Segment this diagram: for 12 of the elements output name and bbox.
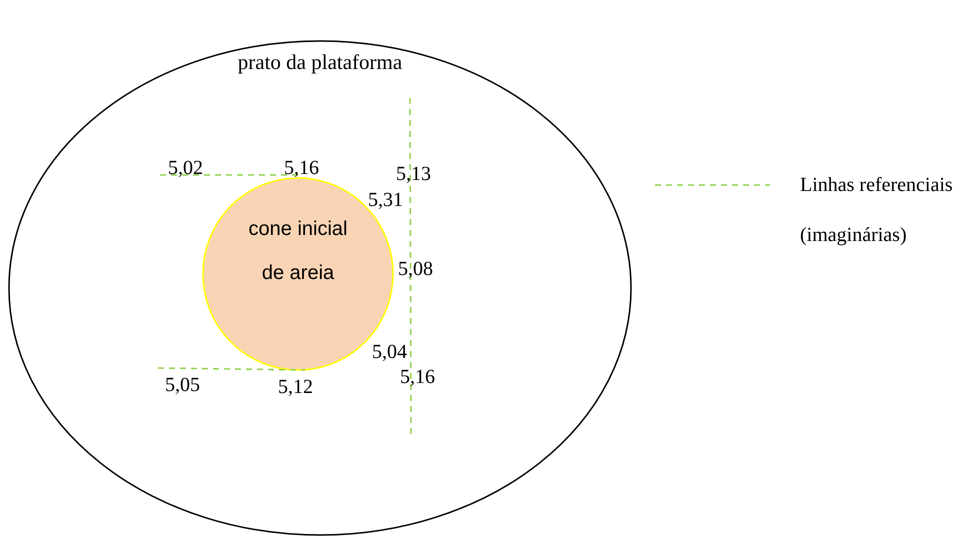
measurement-value: 5,08 (398, 259, 433, 279)
measurement-value: 5,16 (400, 367, 435, 387)
measurement-value: 5,31 (368, 190, 403, 210)
cone-label: cone inicial de areia (248, 217, 348, 286)
plate-title: prato da plataforma (236, 50, 404, 75)
measurement-value: 5,02 (168, 158, 203, 178)
measurement-value: 5,04 (372, 342, 407, 362)
legend-text: Linhas referenciais (imaginárias) (800, 173, 954, 248)
measurement-value: 5,13 (396, 164, 431, 184)
measurement-value: 5,05 (165, 375, 200, 395)
measurement-value: 5,12 (278, 377, 313, 397)
measurement-value: 5,16 (284, 158, 319, 178)
